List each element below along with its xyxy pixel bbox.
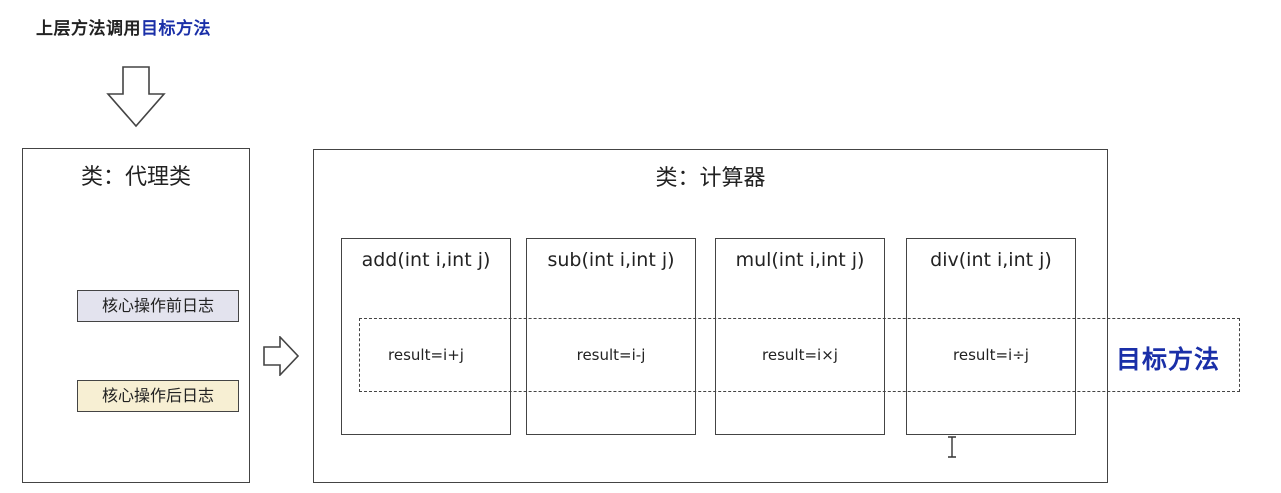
caption-highlight: 目标方法 — [141, 19, 211, 39]
caption-prefix: 上层方法调用 — [36, 19, 141, 39]
hollow-right-arrow-icon — [263, 336, 299, 376]
method-sub-box: sub(int i,int j) result=i-j — [526, 238, 696, 435]
method-mul-box: mul(int i,int j) result=i×j — [715, 238, 885, 435]
after-log-box: 核心操作后日志 — [77, 380, 239, 412]
method-result: result=i×j — [762, 346, 838, 364]
before-log-box: 核心操作前日志 — [77, 290, 239, 322]
method-result: result=i÷j — [953, 346, 1029, 364]
proxy-class-title: 类：代理类 — [80, 165, 191, 190]
calculator-class-title: 类：计算器 — [655, 166, 766, 191]
method-signature: sub(int i,int j) — [547, 249, 675, 271]
text-cursor-icon — [948, 436, 956, 458]
method-result: result=i-j — [576, 346, 646, 364]
method-add-box: add(int i,int j) result=i+j — [341, 238, 511, 435]
method-signature: div(int i,int j) — [930, 249, 1052, 271]
method-result: result=i+j — [388, 346, 464, 364]
hollow-down-arrow-icon — [106, 66, 166, 128]
target-method-label: 目标方法 — [1116, 345, 1221, 374]
method-signature: mul(int i,int j) — [735, 249, 865, 271]
method-signature: add(int i,int j) — [361, 249, 491, 271]
caption: 上层方法调用目标方法 — [36, 14, 211, 39]
method-div-box: div(int i,int j) result=i÷j — [906, 238, 1076, 435]
proxy-class-box: 类：代理类 核心操作前日志 核心操作后日志 — [22, 148, 250, 483]
